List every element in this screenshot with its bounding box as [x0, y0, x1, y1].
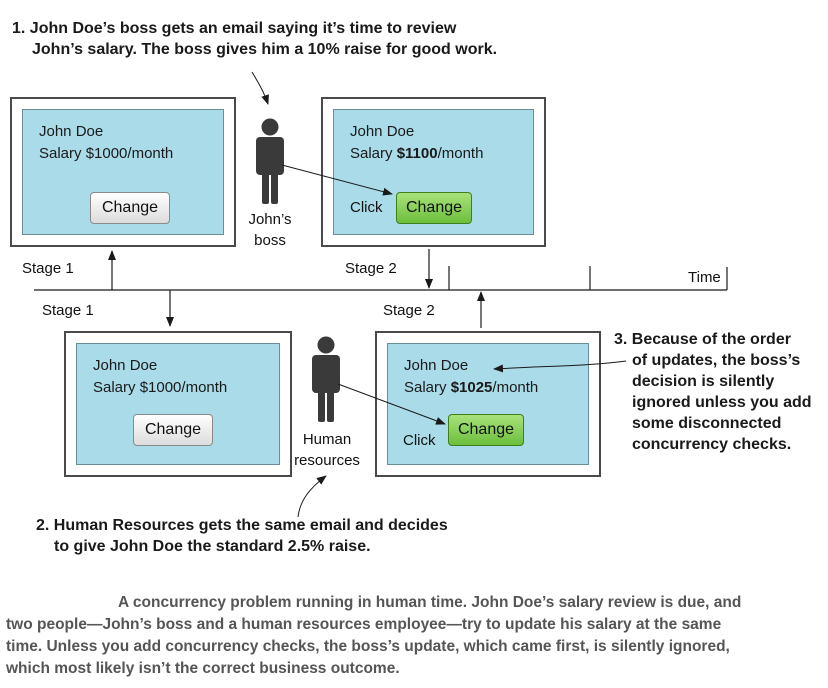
salary-value: $1100 — [396, 145, 438, 162]
callout-arrow-note3 — [493, 360, 627, 373]
callout-arrow-note2 — [297, 475, 327, 518]
screen-boss-before-panel: John Doe Salary $1000/month Change — [22, 109, 224, 235]
salary-value: $1000 — [139, 379, 182, 396]
click-label-hr: Click — [403, 432, 436, 449]
note2-line1: 2. Human Resources gets the same email a… — [36, 517, 448, 534]
hr-label: Human resources — [294, 431, 360, 469]
screen-hr-before-panel: John Doe Salary $1000/month Change — [76, 343, 280, 465]
figure-caption: A concurrency problem running in human t… — [6, 592, 816, 680]
change-button-active[interactable]: Change — [448, 414, 524, 446]
employee-name: John Doe — [39, 123, 104, 140]
note2-line2: to give John Doe the standard 2.5% raise… — [54, 538, 371, 555]
note-boss-raise-line1: 1. John Doe’s boss gets an email saying … — [12, 20, 457, 37]
change-button[interactable]: Change — [90, 192, 170, 224]
salary-line: Salary $1000/month — [93, 379, 228, 396]
note3-line5: some disconnected — [632, 415, 782, 432]
note-hr-raise: 2. Human Resources gets the same email a… — [36, 515, 448, 557]
note3-line6: concurrency checks. — [632, 436, 792, 453]
note3-line1: 3. Because of the order — [614, 331, 791, 348]
note-order-of-updates: 3. Because of the order of updates, the … — [614, 329, 812, 455]
stage2-top-label: Stage 2 — [345, 260, 397, 277]
salary-line: Salary $1025/month — [404, 379, 539, 396]
hr-person-icon — [312, 336, 340, 422]
note-boss-raise-line2: John’s salary. The boss gives him a 10% … — [32, 41, 498, 58]
screen-boss-after: John Doe Salary $1100/month Change — [321, 97, 546, 247]
salary-line: Salary $1100/month — [350, 145, 484, 162]
change-button[interactable]: Change — [133, 414, 213, 446]
screen-boss-before: John Doe Salary $1000/month Change — [10, 97, 236, 247]
screen-hr-after: John Doe Salary $1025/month Change — [375, 331, 601, 477]
arrow-boss-click — [281, 164, 393, 196]
salary-line: Salary $1000/month — [39, 145, 174, 162]
employee-name: John Doe — [404, 357, 469, 374]
stage1-top-label: Stage 1 — [22, 260, 74, 277]
caption-line4: which most likely isn’t the correct busi… — [6, 660, 400, 677]
caption-line3: time. Unless you add concurrency checks,… — [6, 638, 730, 655]
time-label: Time — [688, 269, 721, 286]
boss-person-icon — [256, 118, 284, 204]
caption-line1: A concurrency problem running in human t… — [118, 594, 742, 611]
caption-line2: two people—John’s boss and a human resou… — [6, 616, 722, 633]
note3-line4: ignored unless you add — [632, 394, 812, 411]
salary-value: $1025 — [450, 379, 493, 396]
note-boss-raise: 1. John Doe’s boss gets an email saying … — [12, 18, 497, 60]
stage1-bottom-label: Stage 1 — [42, 302, 94, 319]
boss-label: John’s boss — [248, 211, 292, 249]
timeline-axis — [34, 266, 728, 291]
screen-hr-before: John Doe Salary $1000/month Change — [64, 331, 292, 477]
screen-boss-after-panel: John Doe Salary $1100/month Change — [333, 109, 534, 235]
employee-name: John Doe — [350, 123, 415, 140]
arrow-hr-click — [337, 383, 446, 425]
screen-hr-after-panel: John Doe Salary $1025/month Change — [387, 343, 589, 465]
change-button-active[interactable]: Change — [396, 192, 472, 224]
salary-value: $1000 — [85, 145, 128, 162]
callout-arrow-note1 — [251, 71, 269, 105]
note3-line3: decision is silently — [632, 373, 775, 390]
note3-line2: of updates, the boss’s — [632, 352, 801, 369]
stage2-bottom-label: Stage 2 — [383, 302, 435, 319]
employee-name: John Doe — [93, 357, 158, 374]
click-label-boss: Click — [350, 199, 383, 216]
